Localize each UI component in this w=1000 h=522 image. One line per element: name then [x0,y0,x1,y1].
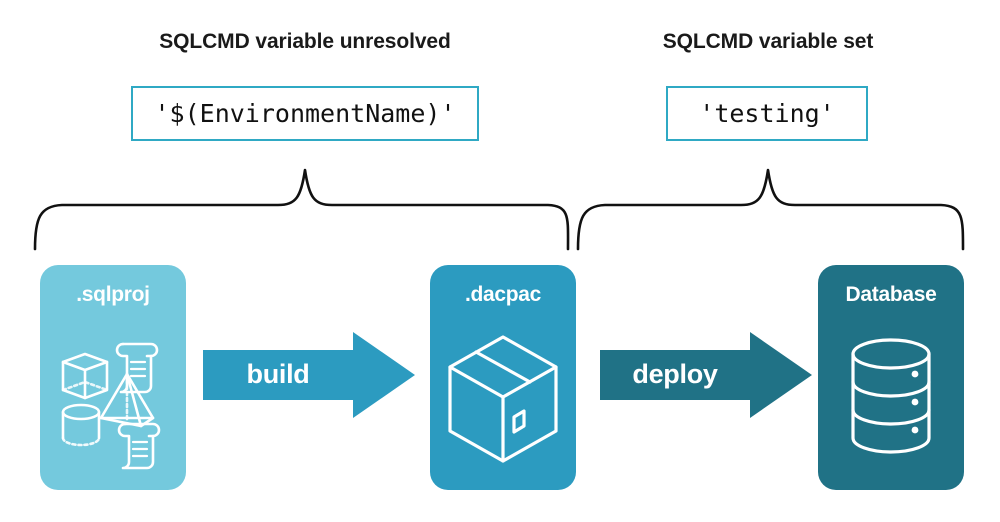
code-box-resolved-variable: 'testing' [666,86,868,141]
database-cylinder-icon [851,337,931,454]
artifact-art-database [818,307,964,490]
code-text-resolved: 'testing' [699,99,835,128]
script-scroll-icon [117,422,161,469]
code-box-unresolved-variable: '$(EnvironmentName)' [131,86,479,141]
arrow-build-shape [203,332,415,418]
arrow-build: build [203,332,415,418]
arrow-deploy-shape [600,332,812,418]
cube-icon [61,352,109,399]
brace-connectors [33,168,965,251]
cylinder-icon [61,403,101,446]
arrow-deploy: deploy [600,332,812,418]
section-heading-right: SQLCMD variable set [662,30,874,53]
artifact-label-sqlproj: .sqlproj [76,283,150,306]
pyramid-icon [99,372,155,427]
artifact-art-sqlproj [40,307,186,490]
artifact-art-dacpac [430,307,576,490]
artifact-label-dacpac: .dacpac [464,283,542,306]
script-scroll-icon [115,342,159,393]
brace-right [576,168,965,251]
section-heading-left: SQLCMD variable unresolved [159,30,451,53]
package-box-icon [448,334,558,463]
artifact-box-dacpac[interactable]: .dacpac [430,265,576,490]
artifact-box-sqlproj[interactable]: .sqlproj [40,265,186,490]
code-text-unresolved: '$(EnvironmentName)' [154,99,456,128]
brace-left [33,168,570,251]
artifact-label-database: Database [845,283,937,306]
artifact-box-database[interactable]: Database [818,265,964,490]
